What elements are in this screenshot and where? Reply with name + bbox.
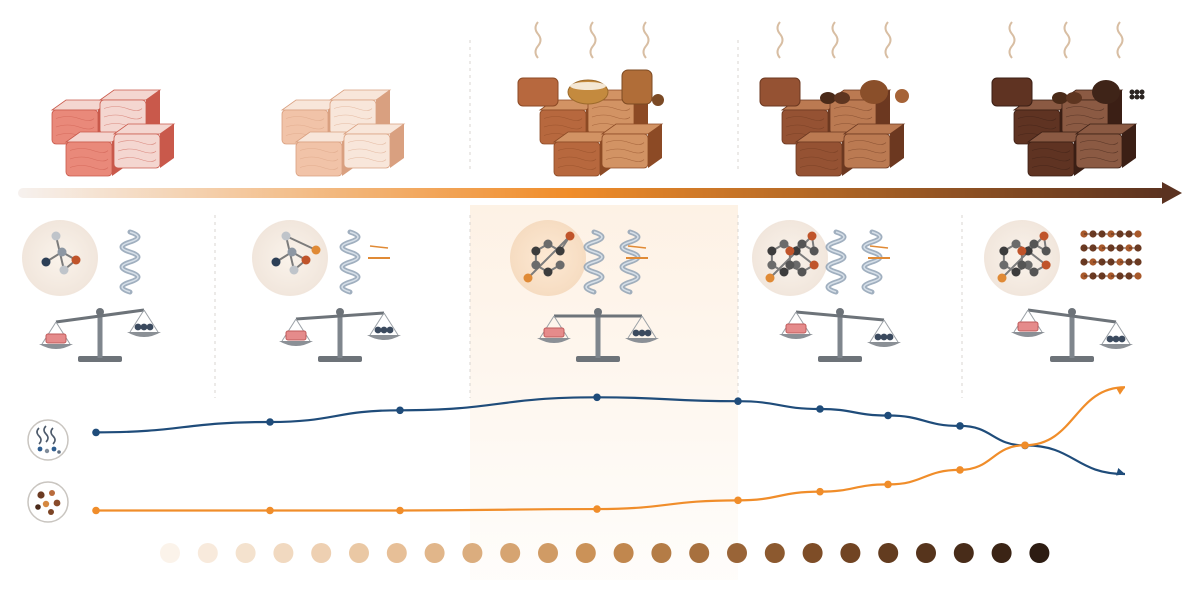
stage-dividers [214, 40, 963, 398]
color-swatch [727, 543, 747, 563]
volatiles-arrowhead [1116, 468, 1125, 476]
volatiles-point [593, 393, 601, 402]
pigments-point [734, 496, 742, 505]
food-items [991, 77, 1145, 107]
meat-block-deep-browning [759, 21, 909, 177]
color-swatch [575, 543, 596, 563]
steam-icon [534, 21, 650, 59]
meat-block-charring [991, 21, 1145, 177]
pigments-point [956, 466, 964, 474]
molecule-warm [252, 220, 328, 296]
color-swatch [160, 543, 180, 563]
meat-stages-row [50, 21, 1145, 177]
pigments-point [1021, 441, 1029, 450]
meat-block-raw [50, 89, 176, 177]
color-swatch-row [160, 543, 1050, 563]
food-items [517, 69, 664, 107]
color-swatch [953, 543, 974, 563]
protein-browning [583, 229, 648, 295]
scale-row [39, 308, 1133, 362]
color-swatch [273, 543, 294, 563]
brown-pigments-icon [27, 481, 69, 523]
balance-scale-icon [537, 308, 659, 362]
balance-scale-icon [1011, 308, 1133, 362]
volatiles-point [734, 397, 742, 406]
food-items [759, 77, 909, 107]
balance-scale-icon [39, 308, 161, 362]
protein-charring [1080, 230, 1142, 280]
color-swatch [802, 543, 823, 563]
protein-deep-browning [825, 229, 890, 295]
volatiles-point [884, 411, 892, 420]
color-swatch [1029, 543, 1050, 563]
color-swatch [651, 543, 672, 563]
color-swatch [840, 543, 861, 563]
trend-lines [92, 386, 1126, 515]
protein-warm [339, 229, 390, 295]
molecule-charring [984, 220, 1060, 296]
color-swatch [538, 543, 558, 563]
pigments-point [593, 505, 601, 513]
volatiles-point [396, 406, 404, 415]
volatiles-point [956, 422, 964, 430]
pigments-point [816, 487, 824, 496]
color-swatch [916, 543, 936, 563]
color-swatch [349, 543, 369, 563]
volatile-compounds-icon [27, 419, 69, 461]
molecule-browning [510, 220, 586, 296]
volatiles-point [92, 428, 100, 437]
color-swatch [613, 543, 634, 563]
protein-raw [119, 229, 141, 295]
color-swatch [878, 543, 899, 563]
molecule-raw [22, 220, 98, 296]
pigments-point [92, 506, 100, 515]
pigments-point [884, 480, 892, 489]
color-swatch [386, 543, 407, 563]
color-swatch [235, 543, 256, 563]
color-swatch [197, 543, 218, 563]
steam-icon [776, 21, 892, 59]
color-swatch [500, 543, 521, 563]
color-swatch [311, 543, 332, 563]
balance-scale-icon [779, 308, 901, 362]
molecule-row [22, 220, 1060, 296]
color-swatch [462, 543, 483, 563]
pigments-point [266, 506, 274, 515]
color-swatch [424, 543, 445, 563]
volatiles-point [816, 405, 824, 413]
meat-block-browning [517, 21, 664, 177]
steam-icon [1008, 21, 1124, 59]
color-swatch [991, 543, 1012, 563]
pigments-arrowhead [1116, 387, 1125, 395]
color-swatch [764, 543, 785, 563]
balance-scale-icon [279, 308, 401, 362]
color-swatch [689, 543, 710, 563]
pigments-point [396, 506, 404, 515]
volatiles-point [266, 418, 274, 426]
molecule-deep-browning [752, 220, 828, 296]
timeline-arrow [18, 182, 1182, 204]
protein-row [119, 229, 1142, 295]
meat-block-warm [280, 89, 406, 177]
